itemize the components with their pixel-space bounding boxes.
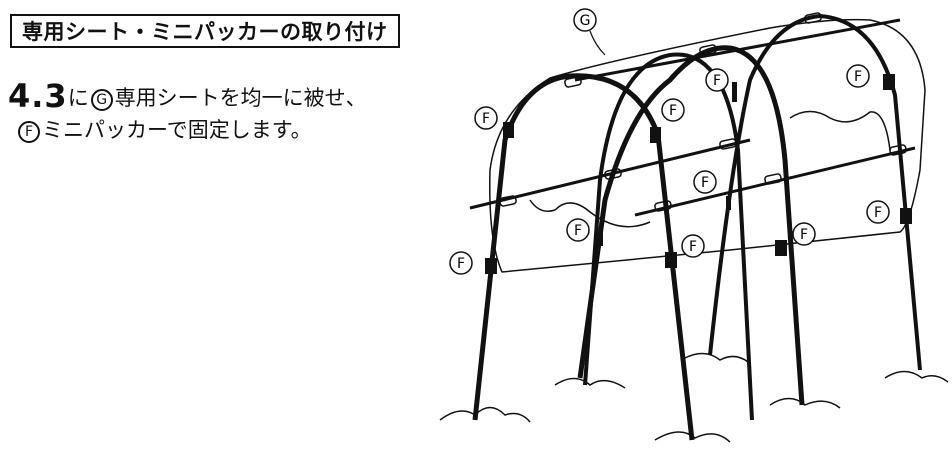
clip: [719, 138, 737, 150]
section-title: 専用シート・ミニパッカーの取り付け: [10, 14, 400, 48]
svg-text:F: F: [689, 239, 697, 255]
f-label-marker: F: [846, 64, 870, 88]
svg-text:F: F: [457, 256, 465, 272]
instruction-line-1-text: 専用シートを均一に被せ、: [114, 86, 367, 110]
sheet-fold: [529, 199, 651, 228]
clip: [889, 144, 907, 156]
greenhouse-illustration: G F F F F F F F F F F: [439, 8, 949, 443]
svg-text:F: F: [669, 103, 677, 119]
clip: [764, 173, 782, 185]
f-label-marker: F: [566, 218, 590, 242]
ground: [769, 397, 841, 409]
instruction-line-2-text: ミニパッカーで固定します。: [42, 118, 312, 142]
svg-text:F: F: [800, 227, 808, 243]
step-number: 4.3: [8, 77, 68, 115]
ground: [884, 370, 949, 383]
svg-text:F: F: [482, 111, 490, 127]
f-label-marker: F: [866, 200, 890, 224]
part-f-marker: F: [18, 121, 40, 143]
f-label-marker: F: [681, 234, 705, 258]
clip: [604, 168, 622, 180]
g-label: G: [580, 13, 591, 29]
g-leader-line: [589, 30, 606, 56]
sheet-fold: [789, 110, 891, 151]
f-label-marker: F: [705, 68, 729, 92]
packer-band: [485, 258, 497, 274]
svg-text:F: F: [854, 69, 862, 85]
clip: [654, 200, 672, 212]
ground: [684, 352, 749, 363]
f-label-marker: F: [792, 222, 816, 246]
svg-text:F: F: [574, 223, 582, 239]
clip: [699, 44, 717, 56]
packer-band: [883, 74, 895, 90]
svg-text:F: F: [713, 73, 721, 89]
ground: [439, 406, 531, 423]
front-arch-right: [577, 45, 805, 406]
sheet-outline: [489, 18, 926, 273]
f-labels: F F F F F F F F F F: [449, 64, 890, 275]
svg-text:F: F: [874, 205, 882, 221]
clip: [499, 195, 517, 207]
f-label-marker: F: [474, 106, 498, 130]
f-label-marker: F: [693, 170, 717, 194]
ground: [554, 377, 626, 389]
clip: [564, 76, 582, 88]
ridge-pipe: [574, 18, 901, 82]
side-pipe-right: [634, 146, 916, 217]
packer-band: [775, 240, 787, 256]
g-label-circle: [573, 8, 597, 32]
clip: [804, 12, 822, 24]
side-pipe-left: [469, 138, 751, 210]
packer-band: [726, 196, 731, 210]
packer-band: [665, 252, 677, 268]
packer-band: [732, 82, 737, 102]
ground: [654, 431, 731, 443]
f-label-marker: F: [661, 98, 685, 122]
svg-text:F: F: [701, 175, 709, 191]
part-g-marker: G: [90, 89, 113, 111]
packer-band: [503, 122, 514, 138]
back-arch-right: [708, 13, 922, 371]
packer-band: [900, 208, 912, 224]
back-arch-left: [583, 52, 754, 421]
f-label-marker: F: [449, 251, 473, 275]
packer-band: [598, 232, 603, 246]
particle-text: に: [67, 86, 89, 110]
packer-band: [650, 127, 661, 143]
